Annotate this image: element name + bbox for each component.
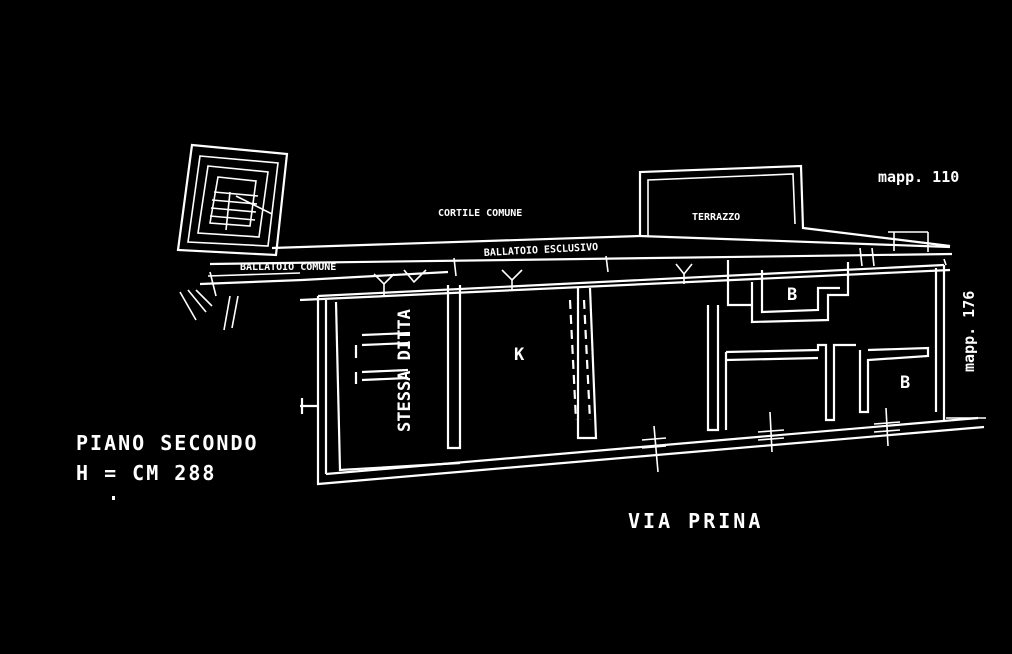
terrazzo <box>638 164 951 248</box>
balcony-strip <box>199 231 953 286</box>
mapp-side-label: mapp. 176 <box>960 291 978 372</box>
mapp-top-label: mapp. 110 <box>878 168 959 186</box>
staircase <box>176 143 289 331</box>
cortile-label: CORTILE COMUNE <box>438 208 522 219</box>
floor-title: PIANO SECONDO <box>76 431 259 455</box>
ballatoio-comune-label: BALLATOIO COMUNE <box>240 262 336 273</box>
bath-label-1: B <box>787 285 797 305</box>
terrazzo-label: TERRAZZO <box>692 212 740 223</box>
dot-mark <box>112 496 115 500</box>
floor-height: H = CM 288 <box>76 461 216 485</box>
street-label: VIA PRINA <box>628 509 763 533</box>
stessa-ditta-label: STESSA DITTA <box>395 309 415 432</box>
apartment-walls <box>299 258 986 486</box>
ballatoio-esclusivo-label: BALLATOIO ESCLUSIVO <box>484 242 599 259</box>
interior-walls <box>354 247 930 473</box>
kitchen-label: K <box>514 345 525 365</box>
bath-label-2: B <box>900 373 910 393</box>
